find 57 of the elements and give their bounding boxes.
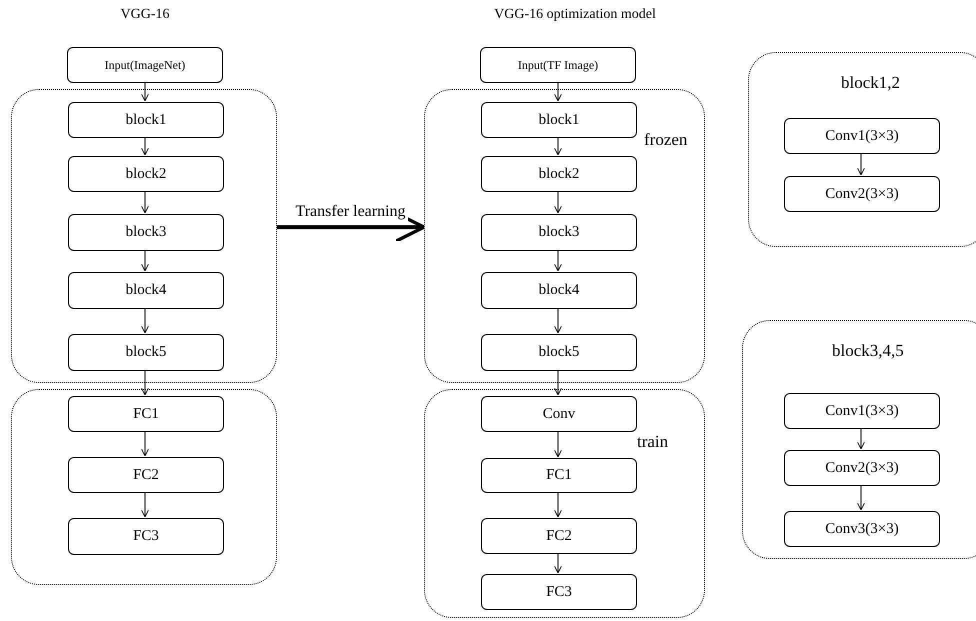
arrow (857, 152, 865, 176)
group-frame (424, 389, 705, 618)
column-heading: VGG-16 (120, 7, 170, 23)
process-box: block2 (68, 156, 224, 192)
arrow (554, 370, 562, 396)
arrow (554, 552, 562, 574)
process-box: Conv (481, 396, 637, 432)
process-box: Conv2(3×3) (784, 450, 940, 486)
group-frame (11, 89, 277, 383)
arrow (554, 82, 562, 102)
arrow (141, 250, 149, 272)
arrow (554, 492, 562, 518)
arrow (141, 308, 149, 334)
process-box: FC3 (481, 574, 637, 610)
edge-label: Transfer learning (294, 203, 408, 222)
arrow (554, 136, 562, 156)
arrow (141, 190, 149, 214)
process-box: Conv3(3×3) (784, 511, 940, 547)
process-box: Conv1(3×3) (784, 393, 940, 429)
arrow (554, 430, 562, 458)
process-box: block3 (481, 214, 637, 251)
arrow (554, 190, 562, 214)
group-frame (742, 320, 976, 559)
group-frame (748, 52, 976, 247)
arrow (857, 428, 865, 450)
column-heading: VGG-16 optimization model (494, 7, 656, 23)
arrow (857, 484, 865, 510)
process-box: FC2 (481, 518, 637, 554)
group-label: block3,4,5 (832, 341, 904, 361)
process-box: Conv1(3×3) (784, 118, 940, 154)
process-box: block4 (481, 272, 637, 309)
process-box: FC2 (68, 457, 224, 493)
process-box: block1 (481, 102, 637, 138)
process-box: block1 (68, 102, 224, 138)
group-label: train (637, 432, 668, 452)
process-box: FC3 (68, 518, 224, 555)
arrow (141, 492, 149, 518)
group-frame (424, 89, 705, 383)
process-box: Conv2(3×3) (784, 176, 940, 212)
arrow (554, 308, 562, 334)
process-box: block3 (68, 214, 224, 251)
process-box: block4 (68, 272, 224, 309)
arrow (141, 136, 149, 156)
process-box: block5 (68, 334, 224, 371)
arrow (141, 430, 149, 456)
process-box: FC1 (68, 396, 224, 432)
process-box: block2 (481, 156, 637, 192)
arrow (141, 82, 149, 102)
arrow (141, 370, 149, 396)
group-label: frozen (644, 130, 688, 150)
group-label: block1,2 (841, 73, 900, 93)
process-box: Input(ImageNet) (67, 47, 223, 83)
process-box: Input(TF Image) (480, 47, 636, 83)
process-box: block5 (481, 334, 637, 371)
arrow (554, 250, 562, 272)
group-frame (11, 389, 277, 585)
process-box: FC1 (481, 458, 637, 493)
